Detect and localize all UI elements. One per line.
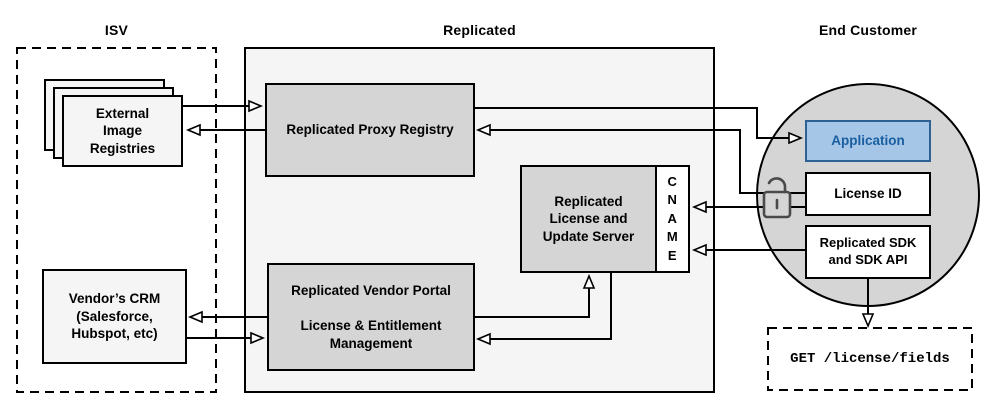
section-label-isv: ISV <box>104 22 129 38</box>
node-replicated-proxy-registry: Replicated Proxy Registry <box>265 83 475 177</box>
arrowheads <box>185 99 875 346</box>
node-cname: C N A M E <box>655 165 690 273</box>
node-replicated-license-update-server: Replicated License and Update Server <box>520 165 657 273</box>
node-get-license-fields: GET /license/fields <box>790 351 950 367</box>
node-replicated-sdk: Replicated SDK and SDK API <box>805 225 931 279</box>
node-application: Application <box>805 120 931 162</box>
node-license-id: License ID <box>805 172 931 216</box>
node-vendor-crm: Vendor’s CRM (Salesforce, Hubspot, etc) <box>42 269 187 364</box>
connector-lines <box>183 105 869 340</box>
node-replicated-vendor-portal: Replicated Vendor Portal License & Entit… <box>267 263 475 371</box>
section-label-replicated: Replicated <box>443 22 516 38</box>
get-endpoint-dashed-border <box>767 327 973 391</box>
section-label-end-customer: End Customer <box>818 22 918 38</box>
unlock-icon <box>762 177 792 219</box>
node-external-image-registries: External Image Registries <box>62 95 183 167</box>
